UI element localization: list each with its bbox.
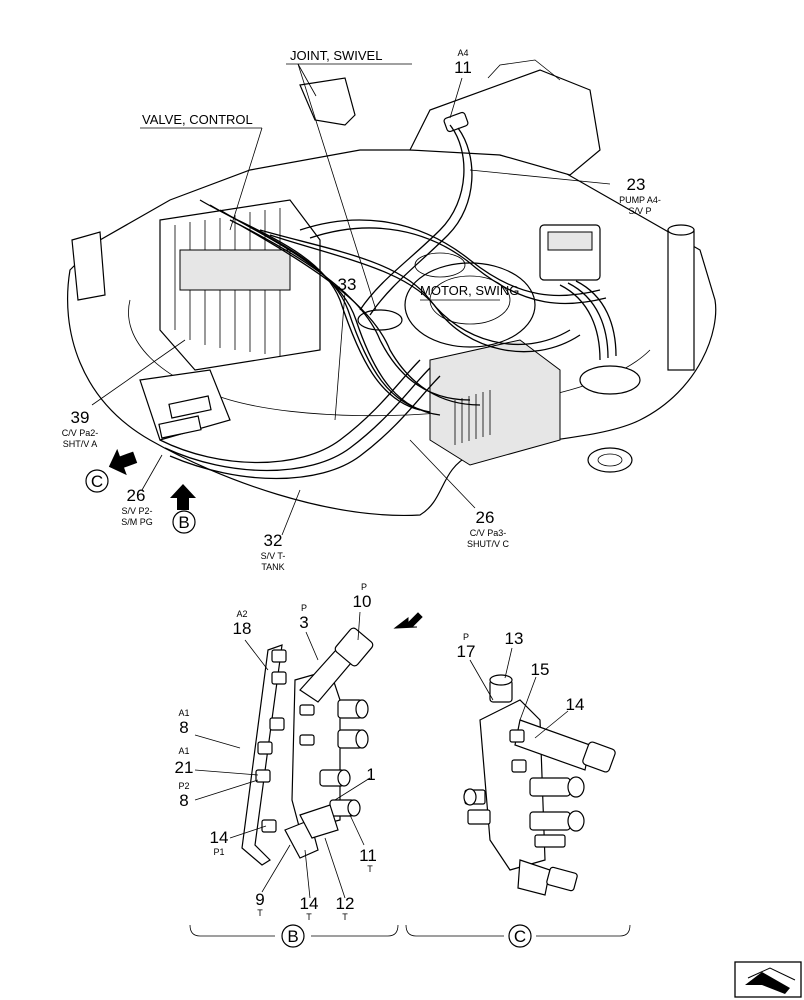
callout-23-sub2: S/V P <box>628 206 651 216</box>
valve-control-label: VALVE, CONTROL <box>142 112 253 127</box>
leader-lines-detail-c <box>469 647 569 739</box>
callout-26a-number: 26 <box>127 486 146 505</box>
next-page-arrow-icon[interactable] <box>734 961 802 998</box>
callout-12-number: 12 <box>336 894 355 913</box>
view-b-marker: B <box>172 510 196 534</box>
callout-33-number: 33 <box>338 275 357 294</box>
view-b-marker-text: B <box>178 513 189 532</box>
callout-14b-sub: T <box>306 912 312 922</box>
callout-10-number: 10 <box>353 592 372 611</box>
motor-swing-label: MOTOR, SWING <box>420 283 519 298</box>
detail-c-label: C <box>514 927 526 946</box>
callout-14a-number: 14 <box>210 828 229 847</box>
solenoid-block <box>139 369 231 441</box>
callout-26a-sub1: S/V P2- <box>121 506 152 516</box>
detail-c-bracket: C <box>405 924 631 948</box>
detail-b-bracket: B <box>189 924 399 948</box>
callout-14c-number: 14 <box>566 695 585 714</box>
callout-11b-number: 11 <box>359 846 377 865</box>
callout-26a-sub2: S/M PG <box>121 517 153 527</box>
callout-18-sup: A2 <box>236 609 247 619</box>
detail-c-solenoid-valve <box>463 674 616 896</box>
hose-bundle <box>159 124 617 480</box>
callout-1-number: 1 <box>366 765 375 784</box>
callout-14a-sub: P1 <box>213 847 224 857</box>
callout-11-number: 11 <box>454 58 472 77</box>
callout-11b-sub: T <box>367 864 373 874</box>
callout-32-sub1: S/V T- <box>261 551 286 561</box>
callout-8a-number: 8 <box>179 718 188 737</box>
detail-b-label: B <box>287 927 298 946</box>
callout-39-sub2: SHT/V A <box>63 439 98 449</box>
callout-13-number: 13 <box>505 629 524 648</box>
view-c-arrow-icon <box>108 448 138 476</box>
callout-3-sup: P <box>301 603 307 613</box>
callout-21-number: 21 <box>175 758 194 777</box>
callout-14b-number: 14 <box>300 894 319 913</box>
callout-11-sup: A4 <box>457 48 468 58</box>
callout-9-number: 9 <box>255 890 264 909</box>
callout-12-sub: T <box>342 912 348 922</box>
callout-39-number: 39 <box>71 408 90 427</box>
callout-26b-sub1: C/V Pa3- <box>470 528 507 538</box>
view-c-marker: C <box>85 469 109 493</box>
joint-swivel-label: JOINT, SWIVEL <box>290 48 382 63</box>
callout-39-sub1: C/V Pa2- <box>62 428 99 438</box>
callout-9-sub: T <box>257 908 263 918</box>
leader-lines-upper <box>91 63 611 536</box>
callout-26b-sub2: SHUT/V C <box>467 539 510 549</box>
callout-23-number: 23 <box>627 175 646 194</box>
callout-8b-number: 8 <box>179 791 188 810</box>
callout-10-sup: P <box>361 582 367 592</box>
callout-17-number: 17 <box>457 642 476 661</box>
detail-b-solenoid-valve <box>241 627 374 866</box>
callout-8b-sup: P2 <box>178 781 189 791</box>
callout-21-sup: A1 <box>178 746 189 756</box>
callout-23-sub1: PUMP A4- <box>619 195 661 205</box>
callout-18-number: 18 <box>233 619 252 638</box>
callout-15-number: 15 <box>531 660 550 679</box>
view-b-arrow-icon <box>170 484 196 510</box>
callout-32-sub2: TANK <box>261 562 284 572</box>
callout-26b-number: 26 <box>476 508 495 527</box>
upper-frame-assembly <box>67 59 717 517</box>
detail-view-arrow-icon <box>393 612 423 629</box>
callout-32-number: 32 <box>264 531 283 550</box>
callout-17-sup: P <box>463 632 469 642</box>
callout-8a-sup: A1 <box>178 708 189 718</box>
view-c-marker-text: C <box>91 472 103 491</box>
leader-lines-detail-b <box>194 611 371 899</box>
callout-3-number: 3 <box>299 613 308 632</box>
